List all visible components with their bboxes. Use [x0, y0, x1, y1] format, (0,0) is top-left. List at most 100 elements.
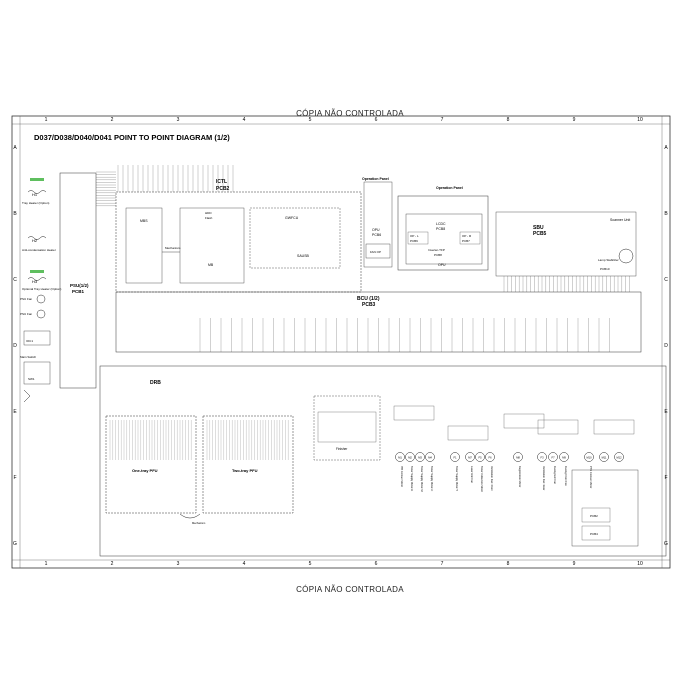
motor-id-label: M4: [428, 456, 432, 460]
watermark-bottom: CÓPIA NÃO CONTROLADA: [296, 585, 404, 594]
grid-column-label: 3: [177, 561, 180, 567]
ictl-area: ICTL PCB2 MBS HDD Flash MB GWFCU SAUSB M…: [115, 179, 362, 293]
highlight-tag: [30, 270, 44, 273]
sw1-label: SW1: [28, 377, 35, 381]
motor-description: Toner Supply Motor-C: [430, 466, 434, 491]
pcb2-label: PCB2: [590, 514, 598, 518]
motor-icon: [465, 452, 475, 462]
motor-id-label: M12: [616, 456, 622, 460]
psu-id: PCB1: [72, 289, 85, 294]
motor-description: PTR Contact Motor: [589, 466, 593, 488]
motor-description: Ventilation Fan: Front: [490, 466, 494, 491]
op-l-label: OP - L: [410, 234, 419, 238]
main-switch-box: [23, 361, 51, 385]
grid-column-label: 3: [177, 117, 180, 123]
grid-column-label: 10: [637, 561, 643, 567]
opu-label: OPU: [372, 228, 380, 232]
bcu-board: BCU (1/2) PCB3: [115, 291, 642, 353]
grid-column-label: 8: [507, 561, 510, 567]
grid-column-label: 4: [243, 561, 246, 567]
watermark-top: CÓPIA NÃO CONTROLADA: [296, 109, 404, 118]
grid-row-label: E: [13, 409, 17, 415]
connector-block: [537, 419, 579, 435]
sbu-id: PCB5: [533, 231, 547, 237]
opu-id: PCB6: [372, 233, 381, 237]
motor-id-label: M10: [586, 456, 592, 460]
one-tray-pfu-box: [105, 415, 197, 514]
grid-column-label: 1: [45, 561, 48, 567]
connector-block: [447, 425, 489, 441]
motor-id-label: F5: [478, 456, 482, 460]
sheet-frame: [11, 115, 671, 569]
motor-icon: [415, 452, 425, 462]
mb-label: MB: [208, 263, 214, 267]
left-heaters: H1 Tray Heater (Option) H2 Anti-condensa…: [20, 178, 61, 403]
grid-row-label: F: [13, 475, 16, 481]
hdd-label: HDD: [205, 211, 212, 215]
two-tray-pfu-label: Two-tray PFU: [232, 468, 258, 473]
two-tray-pfu-box: [202, 415, 294, 514]
motor-icon: [537, 452, 547, 462]
grid-column-label: 5: [309, 117, 312, 123]
grid-column-label: 1: [45, 117, 48, 123]
grid-row-label: D: [13, 343, 17, 349]
motor-icon: [395, 452, 405, 462]
motor-id-label: F6: [488, 456, 492, 460]
op-r-id: PCB7: [462, 239, 470, 243]
motor-id-label: M1: [398, 456, 402, 460]
bcu-label: BCU (1/2): [357, 296, 380, 302]
grid-column-label: 9: [573, 561, 576, 567]
ictl-label: ICTL: [216, 179, 227, 185]
grid-row-label: A: [13, 145, 17, 151]
opu-area-label: OPU: [438, 263, 446, 267]
connector-block: [593, 419, 635, 435]
hdd-mb-box: [179, 207, 245, 284]
lamp-stabilizer-label: Lamp Stabilizer: [598, 258, 619, 262]
grid-row-label: B: [664, 211, 668, 217]
motor-description: Laser Unit Fan: [470, 466, 474, 484]
motor-icon: [614, 452, 624, 462]
op-l-box: [407, 231, 429, 245]
fan-op-label: FAN OP: [370, 250, 381, 254]
mbs-box: [125, 207, 163, 284]
main-switch-label: Main Switch: [20, 355, 37, 359]
sausb-label: SAUSB: [297, 254, 310, 258]
highlight-tag: [30, 178, 44, 181]
h2-label: H2: [32, 238, 38, 243]
motor-icon: [405, 452, 415, 462]
grid-row-label: D: [664, 343, 668, 349]
grid-column-label: 9: [573, 117, 576, 123]
scanner-motor-icon: [618, 248, 634, 264]
mechanism-note: Mechanism: [165, 246, 181, 250]
drb-label: DRB: [150, 380, 161, 386]
grid-row-label: G: [13, 541, 17, 547]
grid-row-label: B: [13, 211, 17, 217]
inverter-label: Inverter-TFP: [428, 248, 445, 252]
ictl-id: PCB2: [216, 186, 230, 192]
motor-id-label: M9: [562, 456, 566, 460]
top-connector-rails: [96, 165, 630, 460]
psu-fan-2-label: PSU Fan: [20, 312, 33, 316]
scanner-outer-box: [495, 211, 637, 277]
psu-fan-1-label: PSU Fan: [20, 297, 33, 301]
pcb4-label: PCB4: [590, 532, 598, 536]
motor-icon: [513, 452, 523, 462]
motor-id-label: M2: [408, 456, 412, 460]
h3-desc: Optional Tray Heater (Option): [22, 287, 61, 291]
motor-description: Fusing Exit Fan: [553, 466, 557, 485]
heater-coil-icon: [27, 190, 47, 194]
pcb10-label: PCB10: [600, 267, 610, 271]
motor-icon: [450, 452, 460, 462]
grid-row-label: C: [664, 277, 668, 283]
opu-inner-box: [405, 213, 483, 265]
motor-id-label: M11: [602, 456, 607, 460]
motor-description: Ventilation Fan: Rear: [542, 466, 546, 490]
grid-column-label: 6: [375, 117, 378, 123]
connector-block: [393, 405, 435, 421]
grid-column-label: 7: [441, 117, 444, 123]
inverter-id: PCB8: [434, 253, 442, 257]
drb-board: DRB: [99, 365, 667, 557]
grid-column-label: 7: [441, 561, 444, 567]
